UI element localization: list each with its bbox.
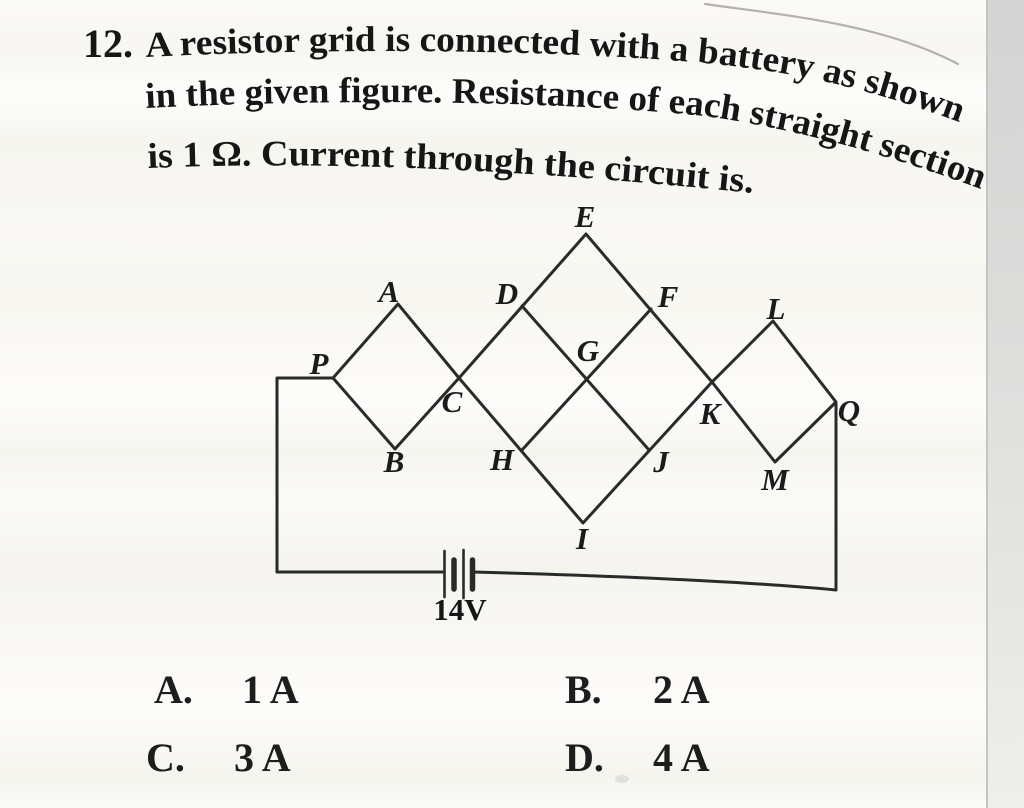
resistor-diamond-right bbox=[710, 319, 838, 464]
node-label-d: D bbox=[495, 276, 518, 311]
option-b[interactable]: B. 2 A bbox=[565, 670, 710, 710]
node-label-e: E bbox=[574, 199, 596, 234]
node-label-b: B bbox=[383, 444, 405, 479]
option-a-label: A. bbox=[154, 667, 193, 712]
option-d-label: D. bbox=[565, 735, 604, 780]
question-line-3: is 1 Ω. Current through the circuit is. bbox=[147, 133, 756, 201]
page-scan-edge bbox=[986, 0, 1024, 808]
option-b-value: 2 A bbox=[653, 667, 710, 712]
node-label-p: P bbox=[309, 346, 330, 381]
option-a-value: 1 A bbox=[242, 667, 299, 712]
node-label-h: H bbox=[489, 442, 515, 477]
option-a[interactable]: A. 1 A bbox=[154, 670, 299, 710]
node-label-a: A bbox=[377, 274, 400, 309]
node-label-i: I bbox=[575, 521, 589, 556]
option-c[interactable]: C. 3 A bbox=[146, 738, 291, 778]
wire-left bbox=[275, 376, 446, 574]
node-label-c: C bbox=[442, 384, 463, 419]
resistor-diamond-left bbox=[331, 302, 461, 451]
node-label-f: F bbox=[657, 279, 679, 314]
resistor-cross-dj bbox=[520, 304, 651, 452]
resistor-cross-hf bbox=[520, 307, 653, 452]
page-curl-line bbox=[703, 2, 960, 66]
node-label-k: K bbox=[699, 396, 723, 431]
option-c-label: C. bbox=[146, 735, 185, 780]
option-d-value: 4 A bbox=[653, 735, 710, 780]
node-label-g: G bbox=[577, 333, 600, 368]
question-number: 12. bbox=[83, 21, 133, 66]
scan-smudge bbox=[615, 775, 629, 783]
node-label-j: J bbox=[652, 444, 670, 479]
option-d[interactable]: D. 4 A bbox=[565, 738, 710, 778]
node-label-m: M bbox=[760, 462, 790, 497]
option-c-value: 3 A bbox=[234, 735, 291, 780]
node-label-q: Q bbox=[838, 393, 860, 428]
wire-right bbox=[471, 402, 838, 592]
node-label-l: L bbox=[766, 291, 786, 326]
option-b-label: B. bbox=[565, 667, 602, 712]
battery-voltage-label: 14V bbox=[433, 592, 487, 627]
